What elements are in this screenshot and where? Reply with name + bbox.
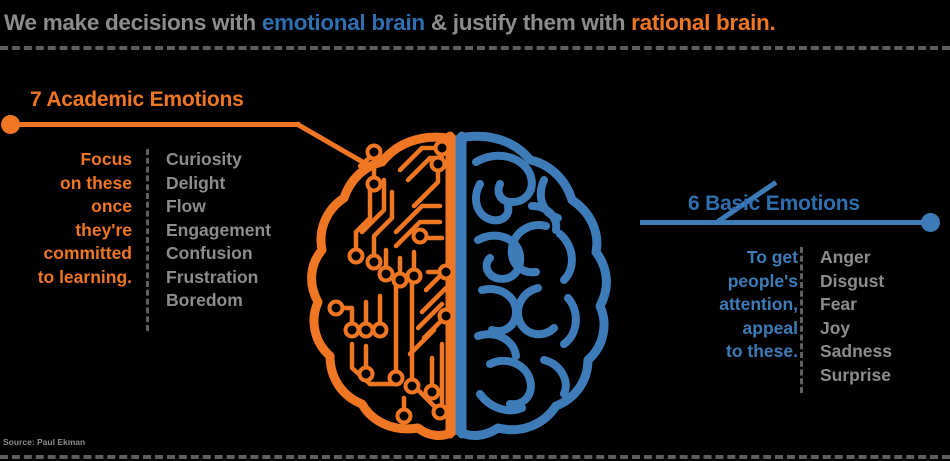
left-blurb-line: on these [60,172,132,193]
academic-emotions-list: Curiosity Delight Flow Engagement Confus… [166,148,336,313]
right-blurb-line: people's [727,270,798,291]
list-item: Sadness [820,341,892,361]
right-connector-line-horizontal [640,220,930,225]
left-blurb: Focus on these once they're committed to… [16,148,132,289]
list-item: Disgust [820,270,885,291]
list-item: Boredom [166,290,243,310]
left-blurb-line: they're [75,219,132,240]
headline: We make decisions with emotional brain &… [0,6,950,40]
source-credit: Source: Paul Ekman [3,437,86,447]
list-item: Curiosity [166,149,242,169]
headline-emotional-brain: emotional brain [261,10,425,35]
list-item: Surprise [820,364,891,385]
divider-bottom [0,455,950,459]
list-item: Frustration [166,266,259,287]
left-blurb-line: once [91,196,132,216]
list-item: Confusion [166,243,253,263]
list-item: Anger [820,247,871,267]
basic-emotions-list: Anger Disgust Fear Joy Sadness Surprise [820,246,950,387]
circuit-pads [327,139,455,425]
list-item: Fear [820,294,857,314]
right-section-title: 6 Basic Emotions [688,192,860,215]
left-hemisphere-outline [307,132,457,440]
divider-top [0,46,950,50]
brain-illustration [307,131,611,440]
right-blurb-line: to these. [726,341,798,361]
right-column-divider [800,247,803,393]
headline-rational-brain: rational brain. [631,10,776,35]
right-blurb-line: attention, [719,294,798,314]
list-item: Flow [166,196,206,216]
circuit-brain-left-icon [307,131,457,440]
headline-part-2: & justify them with [430,10,626,35]
left-connector-line-horizontal [10,122,300,127]
left-blurb-line: Focus [80,149,132,169]
right-blurb-line: appeal [742,317,798,338]
left-column-divider [146,149,149,331]
right-blurb-line: To get [746,247,798,267]
right-connector-dot [921,213,940,232]
organic-brain-right-icon [455,131,611,440]
left-blurb-line: to learning. [37,266,132,287]
brain-folds [472,151,580,415]
left-blurb-line: committed [43,243,132,263]
list-item: Engagement [166,219,272,240]
left-section-title: 7 Academic Emotions [30,88,244,111]
right-blurb: To get people's attention, appeal to the… [690,246,798,364]
right-hemisphere-outline [455,131,611,440]
list-item: Delight [166,172,226,193]
list-item: Joy [820,317,851,338]
headline-part-1: We make decisions with [4,10,256,35]
